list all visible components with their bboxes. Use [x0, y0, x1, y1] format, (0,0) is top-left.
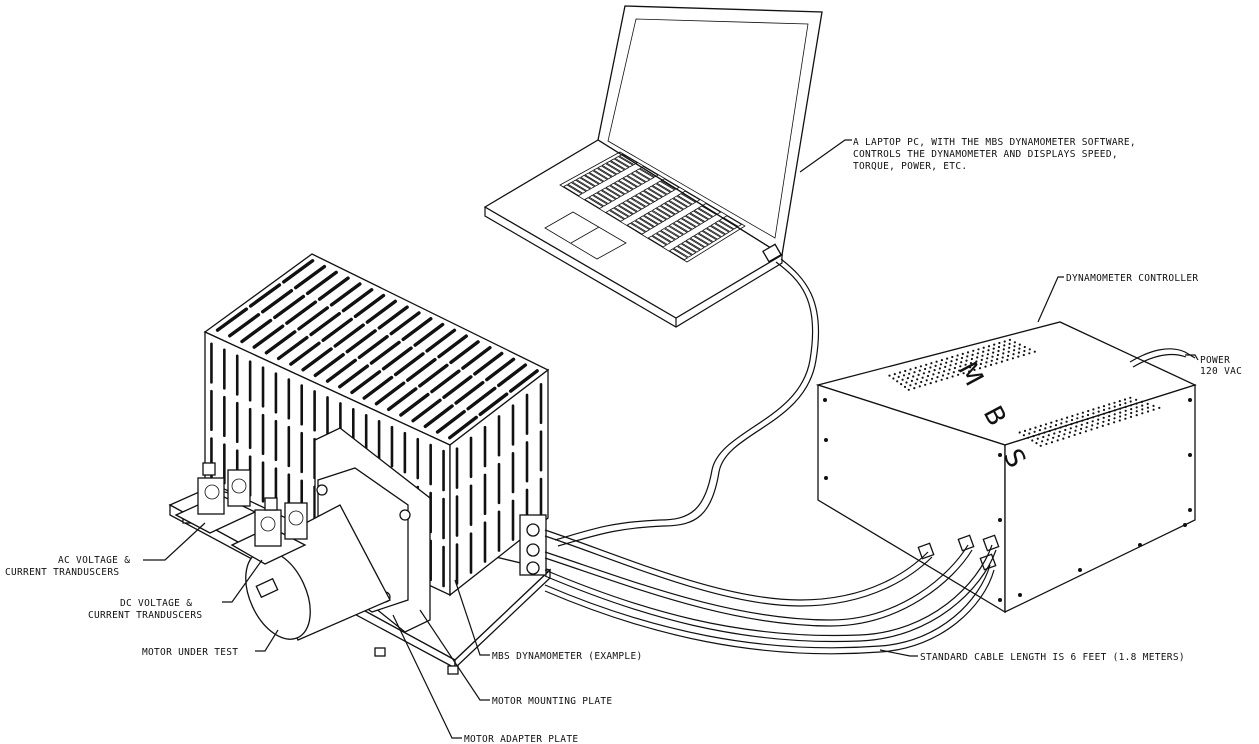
- dc-transducers: [230, 497, 308, 565]
- motor-label: MOTOR UNDER TEST: [142, 647, 238, 658]
- laptop-keys: [562, 153, 743, 261]
- ac-label-line2: CURRENT TRANDUSCERS: [5, 567, 119, 578]
- laptop-label-line1: A LAPTOP PC, WITH THE MBS DYNAMOMETER SO…: [853, 137, 1136, 148]
- ac-leader-line: [143, 522, 206, 561]
- controller-connector: [917, 542, 935, 560]
- dyno-leader-line: [454, 579, 490, 656]
- ac-transducers: [174, 462, 257, 534]
- dc-label-line1: DC VOLTAGE &: [120, 598, 192, 609]
- controller-vent-left: [888, 338, 1036, 391]
- controller-vent-right: [1018, 396, 1161, 447]
- usb-plug: [762, 243, 782, 263]
- laptop: [483, 5, 823, 328]
- adapter-label: MOTOR ADAPTER PLATE: [464, 734, 578, 744]
- dyno-label: MBS DYNAMOMETER (EXAMPLE): [492, 651, 643, 662]
- power-leader-line: [1185, 354, 1199, 361]
- dc-label-line2: CURRENT TRANDUSCERS: [88, 610, 202, 621]
- power-label-line1: POWER: [1200, 355, 1230, 366]
- laptop-label-line2: CONTROLS THE DYNAMOMETER AND DISPLAYS SP…: [853, 149, 1118, 160]
- signal-cables: [544, 529, 997, 655]
- mounting-label: MOTOR MOUNTING PLATE: [492, 696, 612, 707]
- dyno-side-slots: [455, 382, 543, 585]
- mounting-leader-line: [419, 609, 490, 701]
- laptop-keyboard: [559, 151, 746, 263]
- usb-cable: [554, 261, 814, 541]
- dyno-top-slots: [215, 259, 539, 440]
- cable-label: STANDARD CABLE LENGTH IS 6 FEET (1.8 MET…: [920, 652, 1185, 663]
- laptop-touchpad: [544, 211, 627, 260]
- power-label-line2: 120 VAC: [1200, 366, 1242, 377]
- power-cord: [1129, 348, 1196, 363]
- cable-leader-line: [879, 649, 918, 657]
- laptop-label-line3: TORQUE, POWER, ETC.: [853, 161, 967, 172]
- controller-label: DYNAMOMETER CONTROLLER: [1066, 273, 1198, 284]
- motor-shaft: [255, 577, 279, 599]
- dc-leader-line: [222, 559, 263, 603]
- laptop-leader-line: [799, 139, 852, 173]
- dynamometer-controller: M B S: [815, 321, 1197, 614]
- ac-label-line1: AC VOLTAGE &: [58, 555, 130, 566]
- laptop-screen-display: [607, 18, 809, 239]
- adapter-leader-line: [392, 614, 462, 739]
- controller-leader-line: [1037, 276, 1064, 323]
- motor-leader-line: [255, 629, 279, 652]
